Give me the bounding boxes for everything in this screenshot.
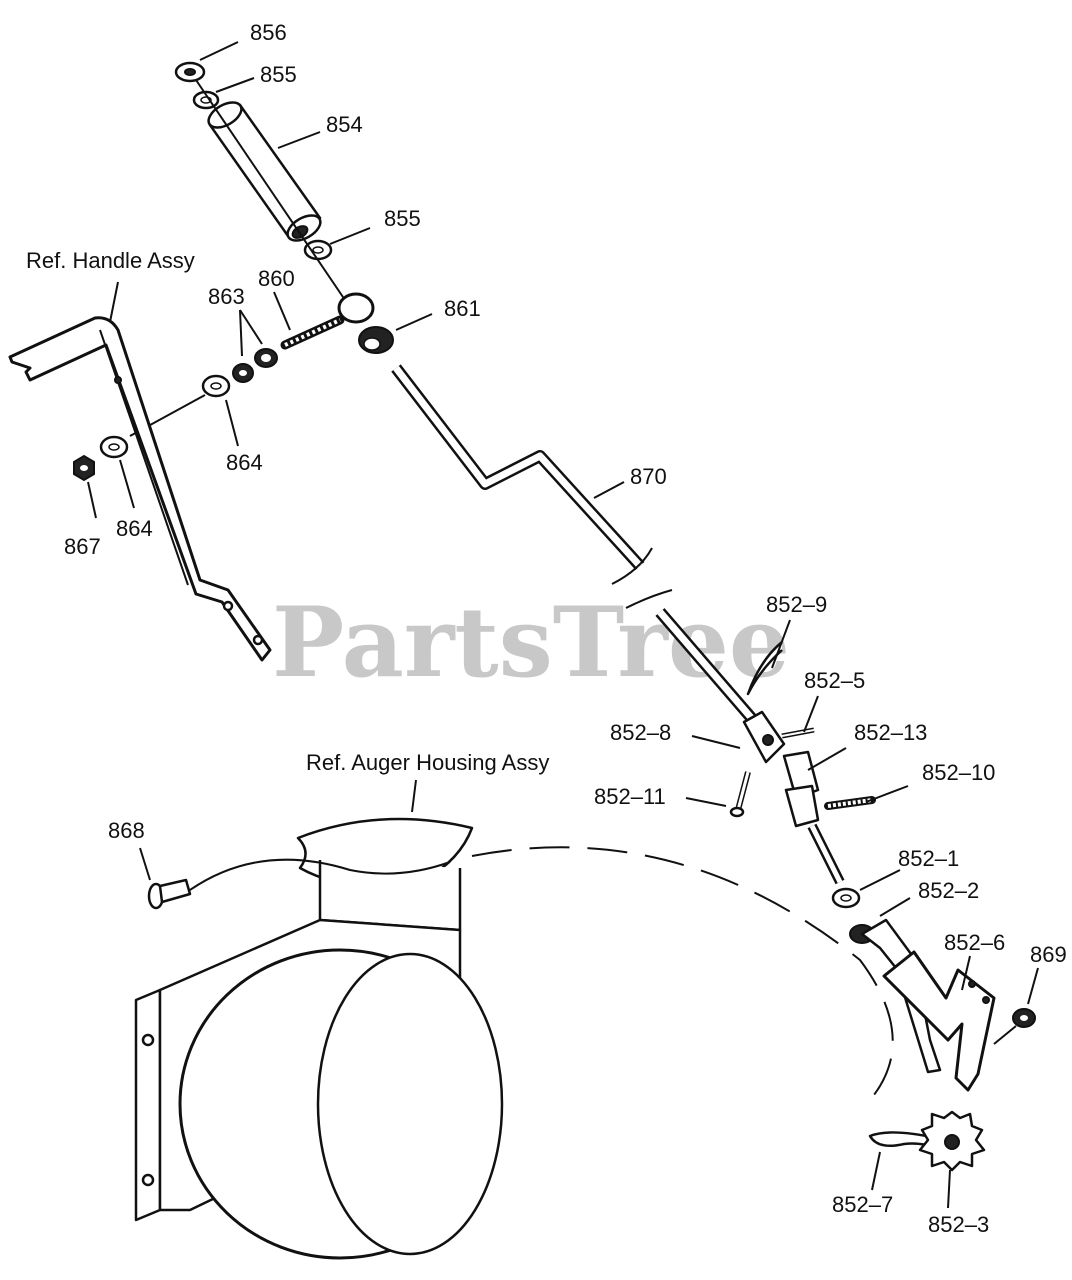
lever-852-2[interactable]: [849, 918, 942, 1074]
callout-864-lower: 864: [116, 516, 153, 541]
ref-auger-housing-label: Ref. Auger Housing Assy: [306, 750, 549, 775]
callout-870: 870: [630, 464, 667, 489]
pin-852-11[interactable]: [729, 771, 751, 818]
callout-869: 869: [1030, 942, 1067, 967]
callout-855-bottom: 855: [384, 206, 421, 231]
bolt-path-arc: [189, 858, 451, 891]
bushing-861[interactable]: [358, 326, 394, 354]
callout-852-1: 852–1: [898, 846, 959, 871]
callout-852-13: 852–13: [854, 720, 927, 745]
callout-861: 861: [444, 296, 481, 321]
linkage-rod-lower[interactable]: [807, 823, 845, 885]
washer-864-upper[interactable]: [201, 374, 231, 398]
nut-869[interactable]: [1012, 1008, 1036, 1028]
nut-867[interactable]: [73, 454, 95, 482]
washer-856[interactable]: [174, 61, 206, 83]
callout-868: 868: [108, 818, 145, 843]
callout-855-top: 855: [260, 62, 297, 87]
callout-867: 867: [64, 534, 101, 559]
ref-handle-label: Ref. Handle Assy: [26, 248, 195, 273]
bolt-868[interactable]: [147, 878, 192, 910]
callout-860: 860: [258, 266, 295, 291]
handle-assembly-ref: [8, 316, 272, 662]
washer-852-1[interactable]: [831, 887, 861, 909]
washer-855-bottom[interactable]: [303, 239, 333, 261]
hairpin-clip-852-9[interactable]: [746, 641, 783, 696]
callout-852-3: 852–3: [928, 1212, 989, 1237]
gear-852-3[interactable]: [918, 1110, 986, 1172]
pin-852-10[interactable]: [824, 796, 876, 810]
control-rod-870[interactable]: [391, 364, 765, 732]
clevis-852-8[interactable]: [742, 710, 786, 764]
watermark: PartsTree: [272, 586, 790, 699]
hairpin-852-7[interactable]: [868, 1131, 939, 1150]
nut-axis-line: [993, 1025, 1017, 1045]
callout-856: 856: [250, 20, 287, 45]
callout-852-7: 852–7: [832, 1192, 893, 1217]
dashed-swing-arc: [471, 846, 894, 1101]
callout-854: 854: [326, 112, 363, 137]
callout-852-10: 852–10: [922, 760, 995, 785]
nut-863-a[interactable]: [254, 348, 278, 368]
assembly-axis-line: [195, 79, 346, 301]
callout-852-6: 852–6: [944, 930, 1005, 955]
washer-864-lower[interactable]: [99, 435, 129, 459]
auger-housing-ref: [134, 817, 504, 1260]
callout-864-upper: 864: [226, 450, 263, 475]
callout-852-5: 852–5: [804, 668, 865, 693]
callout-852-2: 852–2: [918, 878, 979, 903]
bracket-852-6[interactable]: [882, 950, 996, 1092]
leader-lines: [87, 41, 1039, 1209]
callout-852-8: 852–8: [610, 720, 671, 745]
pin-852-5[interactable]: [781, 727, 815, 739]
eye-bolt-860[interactable]: [280, 292, 375, 350]
callout-852-11: 852–11: [594, 784, 666, 809]
callout-852-9: 852–9: [766, 592, 827, 617]
callout-863: 863: [208, 284, 245, 309]
bracket-852-13[interactable]: [782, 750, 820, 828]
nut-863-b[interactable]: [232, 363, 254, 383]
